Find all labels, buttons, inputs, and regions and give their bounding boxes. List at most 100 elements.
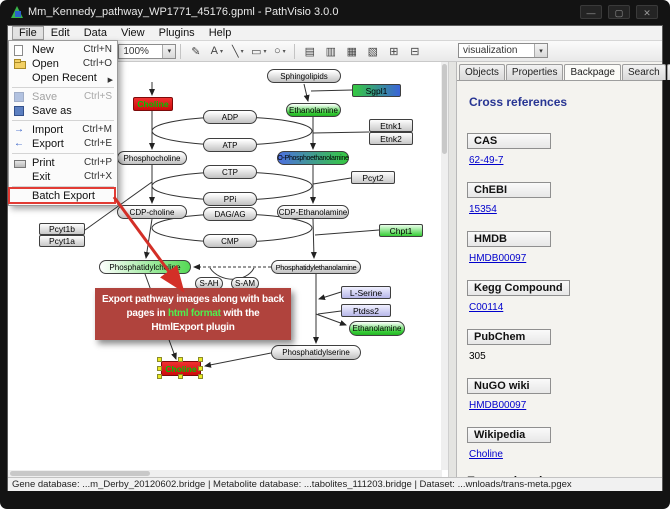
menu-file[interactable]: File xyxy=(12,26,44,40)
xref-section-wikipedia: Wikipedia Choline xyxy=(467,425,654,460)
panel-splitter[interactable] xyxy=(449,62,456,477)
node-phosphatidylserine[interactable]: Phosphatidylserine xyxy=(271,345,361,360)
label-tool-button[interactable]: A▾ xyxy=(207,43,226,60)
minimize-button[interactable]: — xyxy=(580,5,602,19)
node-l-serine[interactable]: L-Serine xyxy=(341,286,391,299)
new-file-icon xyxy=(14,45,23,56)
tab-objects[interactable]: Objects xyxy=(459,64,505,80)
node-ptdss2[interactable]: Ptdss2 xyxy=(341,304,391,317)
menu-item-batch-export[interactable]: Batch Export xyxy=(8,187,117,204)
node-ethanolamine-low[interactable]: Ethanolamine xyxy=(349,321,405,336)
node-sphingolipids[interactable]: Sphingolipids xyxy=(267,69,341,83)
menu-separator xyxy=(12,153,114,154)
toolbar-separator xyxy=(294,43,296,59)
node-o-phosphoethanolamine[interactable]: O-Phosphoethanolamine xyxy=(277,151,349,165)
menu-item-import[interactable]: → Import Ctrl+M xyxy=(14,124,112,136)
xref-header: Kegg Compound xyxy=(467,280,570,296)
node-ppi[interactable]: PPi xyxy=(203,192,257,206)
node-pcyt1b[interactable]: Pcyt1b xyxy=(39,223,85,235)
selection-handle[interactable] xyxy=(157,374,162,379)
selection-handle[interactable] xyxy=(198,357,203,362)
node-pcyt1a[interactable]: Pcyt1a xyxy=(39,235,85,247)
maximize-button[interactable]: ▢ xyxy=(608,5,630,19)
close-button[interactable]: ✕ xyxy=(636,5,658,19)
xref-link[interactable]: HMDB00097 xyxy=(469,400,527,411)
node-dag-ag[interactable]: DAG/AG xyxy=(203,207,257,221)
menu-item-exit[interactable]: Exit Ctrl+X xyxy=(32,171,112,183)
canvas-horizontal-scrollbar[interactable] xyxy=(8,470,442,477)
visualization-dropdown-icon[interactable]: ▾ xyxy=(534,44,547,57)
align-bottom-button[interactable]: ▧ xyxy=(367,45,379,58)
printer-icon xyxy=(14,160,26,168)
tab-search[interactable]: Search xyxy=(621,64,666,80)
node-phosphocholine[interactable]: Phosphocholine xyxy=(117,151,187,165)
canvas-vertical-scrollbar[interactable] xyxy=(441,62,448,470)
visualization-value: visualization xyxy=(463,45,518,56)
menu-separator xyxy=(12,120,114,121)
node-cdp-ethanolamine[interactable]: CDP-Ethanolamine xyxy=(277,205,349,219)
menu-item-new[interactable]: New Ctrl+N xyxy=(9,43,117,57)
select-tool-button[interactable]: ✎ xyxy=(191,45,201,58)
node-chpt1[interactable]: Chpt1 xyxy=(379,224,423,237)
align-top-button[interactable]: ▦ xyxy=(346,45,358,58)
align-left-button[interactable]: ▤ xyxy=(304,45,316,58)
menu-plugins[interactable]: Plugins xyxy=(158,27,195,39)
menu-data[interactable]: Data xyxy=(83,27,107,39)
tab-legend[interactable]: Legend xyxy=(666,64,670,80)
visualization-combobox[interactable]: visualization ▾ xyxy=(458,43,548,58)
title-bar[interactable]: Mm_Kennedy_pathway_WP1771_45176.gpml - P… xyxy=(0,0,670,25)
menu-item-export[interactable]: → Export Ctrl+E xyxy=(14,138,112,150)
menu-edit[interactable]: Edit xyxy=(50,27,70,39)
node-adp[interactable]: ADP xyxy=(203,110,257,124)
selection-handle[interactable] xyxy=(198,374,203,379)
tab-properties[interactable]: Properties xyxy=(505,64,564,80)
node-ctp[interactable]: CTP xyxy=(203,165,257,179)
shape-tool-icon: ▭ xyxy=(251,45,262,58)
pathway-canvas[interactable]: Sphingolipids Sgpl1 Choline Ethanolamine… xyxy=(8,62,449,477)
node-cmp[interactable]: CMP xyxy=(203,234,257,248)
align-center-button[interactable]: ▥ xyxy=(325,45,337,58)
xref-link[interactable]: 15354 xyxy=(469,204,497,215)
xref-link[interactable]: Choline xyxy=(469,449,503,460)
node-cdp-choline[interactable]: CDP-choline xyxy=(117,205,187,219)
menu-item-save[interactable]: Save Ctrl+S xyxy=(9,90,117,104)
common-width-button[interactable]: ⊞ xyxy=(389,45,399,58)
node-sgpl1[interactable]: Sgpl1 xyxy=(352,84,401,97)
node-pcyt2[interactable]: Pcyt2 xyxy=(351,171,395,184)
common-height-button[interactable]: ⊟ xyxy=(410,45,420,58)
tab-backpage[interactable]: Backpage xyxy=(564,64,621,80)
selection-handle[interactable] xyxy=(157,357,162,362)
line-tool-button[interactable]: ╲▾ xyxy=(228,43,247,60)
label-tool-icon: A xyxy=(210,45,218,57)
menu-item-open[interactable]: Open Ctrl+O xyxy=(9,57,117,71)
menu-item-print[interactable]: Print Ctrl+P xyxy=(9,156,117,170)
selection-handle[interactable] xyxy=(178,357,183,362)
xref-link[interactable]: C00114 xyxy=(469,302,504,313)
xref-section-nugo: NuGO wiki HMDB00097 xyxy=(467,376,654,411)
menu-separator xyxy=(12,87,114,88)
node-etnk1[interactable]: Etnk1 xyxy=(369,119,413,132)
xref-link[interactable]: HMDB00097 xyxy=(469,253,527,264)
selection-handle[interactable] xyxy=(198,366,203,371)
node-phosphatidylethanolamine[interactable]: Phosphatidylethanolamine xyxy=(271,260,361,274)
menu-item-save-as[interactable]: Save as xyxy=(9,104,117,118)
menu-item-open-recent[interactable]: Open Recent ▶ xyxy=(9,71,117,85)
oval-tool-button[interactable]: ○▾ xyxy=(270,43,289,60)
menu-view[interactable]: View xyxy=(120,27,145,39)
scrollbar-thumb[interactable] xyxy=(442,64,447,154)
node-choline-top[interactable]: Choline xyxy=(133,97,173,111)
zoom-dropdown-icon[interactable]: ▾ xyxy=(162,44,176,58)
node-phosphatidylcholine[interactable]: Phosphatidylcholine xyxy=(99,260,191,274)
scrollbar-thumb[interactable] xyxy=(10,471,150,476)
selection-handle[interactable] xyxy=(157,366,162,371)
menu-help[interactable]: Help xyxy=(208,27,232,39)
menu-separator xyxy=(12,186,114,187)
node-etnk2[interactable]: Etnk2 xyxy=(369,132,413,145)
xref-link[interactable]: 62-49-7 xyxy=(469,155,504,166)
node-ethanolamine-top[interactable]: Ethanolamine xyxy=(286,103,341,117)
zoom-combobox[interactable]: 100% ▾ xyxy=(118,43,177,59)
selection-handle[interactable] xyxy=(178,374,183,379)
shape-tool-button[interactable]: ▭▾ xyxy=(249,43,268,60)
node-atp[interactable]: ATP xyxy=(203,138,257,152)
